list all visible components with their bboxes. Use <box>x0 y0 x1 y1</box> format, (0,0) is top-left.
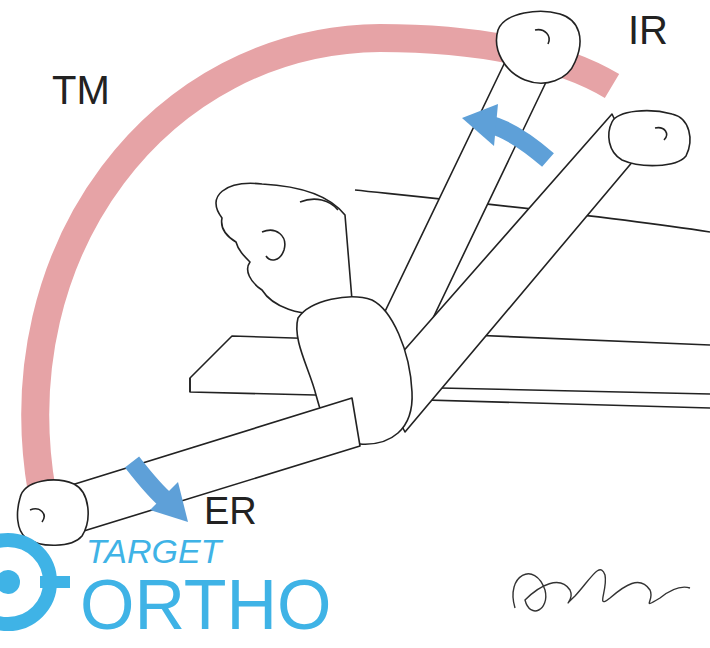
watermark-text: TARGET <box>86 534 221 568</box>
watermark-text: ORTHO <box>80 570 332 640</box>
patient-figure <box>18 11 710 545</box>
watermark-logo <box>0 540 70 624</box>
motion-label: ER <box>204 492 257 530</box>
signature <box>513 570 690 611</box>
rotation-arrows <box>132 104 548 522</box>
motion-label: TM <box>52 70 110 110</box>
motion-label: IR <box>628 10 668 50</box>
